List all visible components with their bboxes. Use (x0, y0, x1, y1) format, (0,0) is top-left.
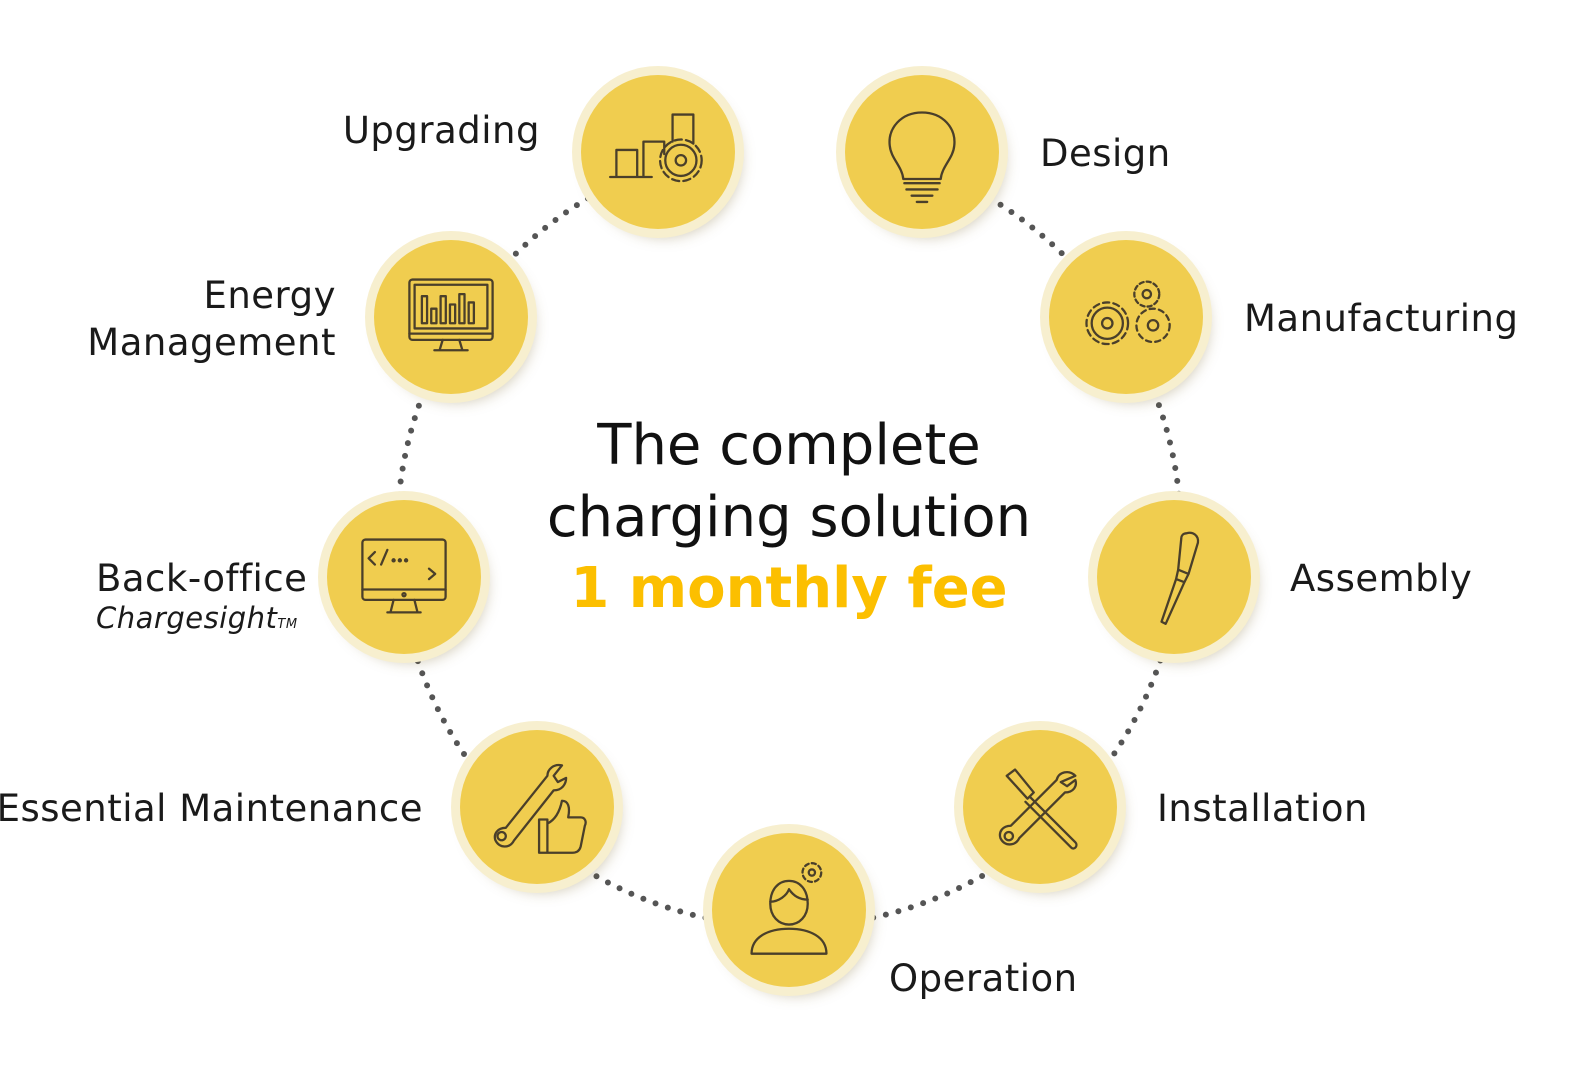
gears-icon (1085, 280, 1171, 346)
trademark: TM (277, 617, 298, 632)
monitor-chart-icon (408, 278, 494, 352)
step-installation (963, 730, 1117, 884)
label-essential-maintenance: Essential Maintenance (0, 787, 423, 830)
wrench-thumbs-up-icon (493, 763, 587, 854)
person-gear-icon (750, 862, 828, 955)
title-line-2: charging solution (546, 485, 1032, 550)
label-back-office: Back-office ChargesightTM (96, 555, 307, 641)
step-assembly (1097, 500, 1251, 654)
energy-line: Energy (203, 274, 336, 317)
wrench-screwdriver-icon (998, 768, 1078, 850)
management-line: Management (87, 321, 336, 364)
label-design: Design (1040, 132, 1171, 175)
step-manufacturing (1049, 240, 1203, 394)
label-operation: Operation (889, 957, 1078, 1000)
center-title: The complete charging solution 1 monthly… (489, 410, 1089, 624)
label-assembly: Assembly (1290, 557, 1473, 600)
label-energy-management: Energy Management (87, 272, 336, 366)
back-office-title: Back-office (96, 557, 308, 600)
step-essential-maintenance (460, 730, 614, 884)
step-back-office (327, 500, 481, 654)
step-upgrading (581, 75, 735, 229)
code-monitor-icon (361, 538, 447, 614)
label-installation: Installation (1157, 787, 1368, 830)
chargesight-name: Chargesight (96, 601, 278, 635)
step-energy-management (374, 240, 528, 394)
label-upgrading: Upgrading (342, 109, 540, 152)
title-line-1: The complete (597, 413, 981, 478)
chargesight-sublabel: ChargesightTM (96, 602, 307, 641)
step-operation (712, 833, 866, 987)
label-manufacturing: Manufacturing (1244, 297, 1519, 340)
step-design (845, 75, 999, 229)
monthly-fee-highlight: 1 monthly fee (570, 556, 1008, 621)
chart-gear-icon (609, 113, 703, 183)
screwdriver-icon (1160, 531, 1200, 625)
lightbulb-icon (888, 111, 956, 204)
